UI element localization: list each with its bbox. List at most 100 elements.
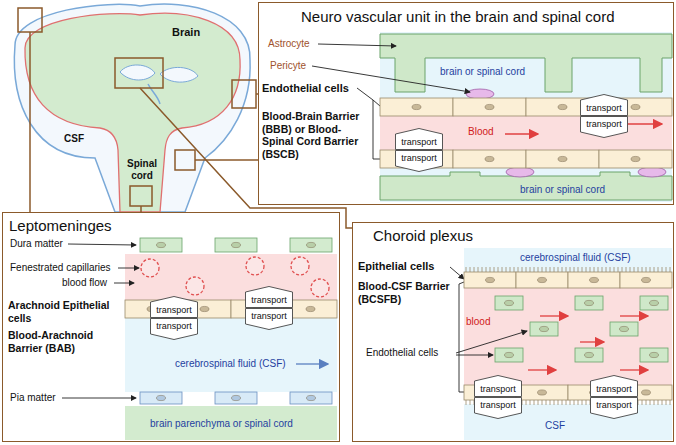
blood-lumen (380, 116, 672, 150)
arrow-outline (246, 309, 293, 330)
part-label: Endothelial cells (262, 82, 349, 95)
cell (516, 385, 568, 400)
ventricle (160, 67, 198, 82)
transport-arrow: transport (245, 286, 293, 308)
arrow-outline (246, 287, 293, 308)
nucleus (486, 277, 495, 282)
cell (453, 150, 526, 168)
cell (464, 272, 516, 288)
transport-label: transport (245, 292, 293, 308)
nucleus (157, 395, 166, 400)
cell (290, 392, 332, 404)
cell (453, 98, 526, 116)
nucleus (642, 277, 651, 282)
part-label: Blood (468, 126, 494, 138)
ventricle (120, 65, 155, 80)
arrow-outline (396, 151, 443, 172)
part-label: CSF (64, 133, 84, 145)
part-label: Blood-CSF Barrier (BCSFB) (358, 280, 452, 305)
nucleus (642, 390, 651, 395)
nucleus (631, 104, 640, 109)
transport-arrow: transport (474, 397, 522, 419)
part-label: Endothelial cells (366, 347, 438, 359)
leader-lines (450, 267, 527, 392)
nucleus (307, 395, 316, 400)
transport-label: transport (474, 397, 522, 413)
arrow-outline (581, 95, 628, 116)
transport-label: transport (590, 381, 638, 397)
nucleus (232, 395, 241, 400)
cell (640, 348, 668, 362)
cell (620, 272, 672, 288)
panel-title: Leptomeninges (9, 217, 112, 234)
blood-space (464, 288, 672, 385)
nucleus (157, 242, 166, 247)
transport-label: transport (150, 302, 198, 318)
part-label: brain or spinal cord (440, 66, 525, 78)
arrow-outline (591, 398, 638, 419)
cell (140, 238, 182, 252)
cell (599, 150, 672, 168)
pericyte (638, 167, 666, 177)
arrow-outline (396, 129, 443, 150)
part-label: Dura matter (10, 238, 63, 250)
cell (215, 238, 257, 252)
transport-arrow: transport (395, 150, 443, 172)
csf-space (464, 248, 672, 272)
cell (575, 348, 603, 362)
nucleus (538, 277, 547, 282)
nucleus (232, 242, 241, 247)
nucleus (505, 352, 514, 357)
cell (640, 296, 668, 310)
cell (495, 348, 523, 362)
microvilli (464, 267, 672, 272)
cell (380, 98, 453, 116)
transport-arrow: transport (580, 94, 628, 116)
part-label: cerebrospinal fluid (CSF) (520, 252, 631, 264)
part-label: Fenestrated capillaries (10, 262, 111, 274)
part-label: Epithelial cells (358, 260, 434, 273)
part-label: Arachnoid Epithelial cells (8, 299, 120, 324)
transport-label: transport (395, 134, 443, 150)
cell (290, 238, 332, 252)
cell (516, 272, 568, 288)
nucleus (558, 156, 567, 161)
part-label: Blood-Arachnoid Barrier (BAB) (8, 329, 120, 354)
tissue-area (380, 32, 672, 202)
panel-title: Choroid plexus (373, 227, 473, 244)
transport-label: transport (474, 381, 522, 397)
nucleus (306, 306, 315, 311)
nucleus (485, 156, 494, 161)
part-label: Astrocyte (268, 38, 310, 50)
arrow-outline (151, 319, 198, 340)
nucleus (412, 104, 421, 109)
cell (215, 392, 257, 404)
arrow-outline (591, 376, 638, 397)
transport-label: transport (580, 116, 628, 132)
cell (568, 272, 620, 288)
arrow-outline (581, 117, 628, 138)
nucleus (585, 352, 594, 357)
cell (610, 322, 638, 336)
nucleus (585, 300, 594, 305)
part-label: Pericyte (270, 60, 306, 72)
nucleus (540, 326, 549, 331)
cell-layer (125, 98, 672, 404)
nucleus (650, 300, 659, 305)
nucleus (631, 156, 640, 161)
cell (526, 150, 599, 168)
nucleus (620, 326, 629, 331)
csf-space (125, 318, 337, 392)
nucleus (538, 390, 547, 395)
arrow-outline (475, 398, 522, 419)
fenestrated-capillaries (141, 257, 329, 297)
nucleus (307, 242, 316, 247)
arrow-outline (475, 376, 522, 397)
part-label: Spinal cord (121, 158, 163, 182)
transport-label: transport (150, 318, 198, 334)
transport-label: transport (590, 397, 638, 413)
brain-parenchyma (125, 406, 337, 440)
part-label: blood (466, 316, 490, 328)
brain-outline (25, 13, 240, 212)
